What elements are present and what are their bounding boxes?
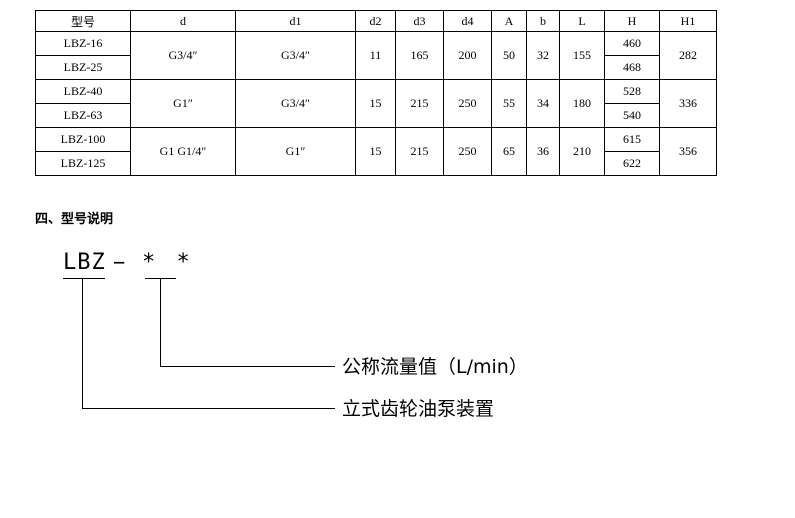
code-underline <box>63 278 105 279</box>
table-row: LBZ-25 468 <box>35 55 717 80</box>
model-cell: LBZ-40 <box>35 79 131 104</box>
b-cell: 34 <box>526 79 560 128</box>
table-row: LBZ-40 G1″ G3/4″ 15 215 250 55 34 180 52… <box>35 79 717 128</box>
flow-pointer-vertical-line <box>160 278 161 367</box>
model-cell: LBZ-100 <box>35 127 131 152</box>
flow-label: 公称流量值（L/min） <box>342 356 528 378</box>
model-cell: LBZ-25 <box>35 55 131 80</box>
table-row: LBZ-125 622 <box>35 151 717 176</box>
device-pointer-vertical-line <box>82 278 83 409</box>
H-cell: 622 <box>604 151 660 176</box>
model-cell: LBZ-125 <box>35 151 131 176</box>
d3-cell: 215 <box>395 127 444 176</box>
device-pointer-horizontal-line <box>82 408 335 409</box>
flow-pointer-horizontal-line <box>160 366 335 367</box>
b-cell: 32 <box>526 31 560 80</box>
d-cell: G3/4″ <box>130 31 236 80</box>
dimension-spec-table: 型号 d d1 d2 d3 d4 A b L H H1 LBZ-16 G3/4″… <box>35 10 717 176</box>
H1-cell: 356 <box>659 127 717 176</box>
model-code-dash: − <box>113 250 126 274</box>
model-cell: LBZ-16 <box>35 31 131 56</box>
model-cell: LBZ-63 <box>35 103 131 128</box>
d4-cell: 200 <box>443 31 492 80</box>
d-cell: G1 G1/4″ <box>130 127 236 176</box>
d2-cell: 15 <box>355 79 396 128</box>
L-cell: 180 <box>559 79 605 128</box>
H1-cell: 282 <box>659 31 717 80</box>
H-cell: 468 <box>604 55 660 80</box>
b-cell: 36 <box>526 127 560 176</box>
A-cell: 65 <box>491 127 527 176</box>
A-cell: 50 <box>491 31 527 80</box>
table-row: LBZ-16 G3/4″ G3/4″ 11 165 200 50 32 155 … <box>35 31 717 80</box>
d1-cell: G1″ <box>235 127 356 176</box>
d-cell: G1″ <box>130 79 236 128</box>
A-cell: 55 <box>491 79 527 128</box>
model-code-stars: * * <box>142 250 194 275</box>
section-heading: 四、型号说明 <box>35 212 114 227</box>
d4-cell: 250 <box>443 127 492 176</box>
H-cell: 540 <box>604 103 660 128</box>
d1-cell: G3/4″ <box>235 31 356 80</box>
table-row: LBZ-63 540 <box>35 103 717 128</box>
model-code-text: LBZ <box>63 250 106 275</box>
device-label: 立式齿轮油泵装置 <box>342 398 495 420</box>
d4-cell: 250 <box>443 79 492 128</box>
